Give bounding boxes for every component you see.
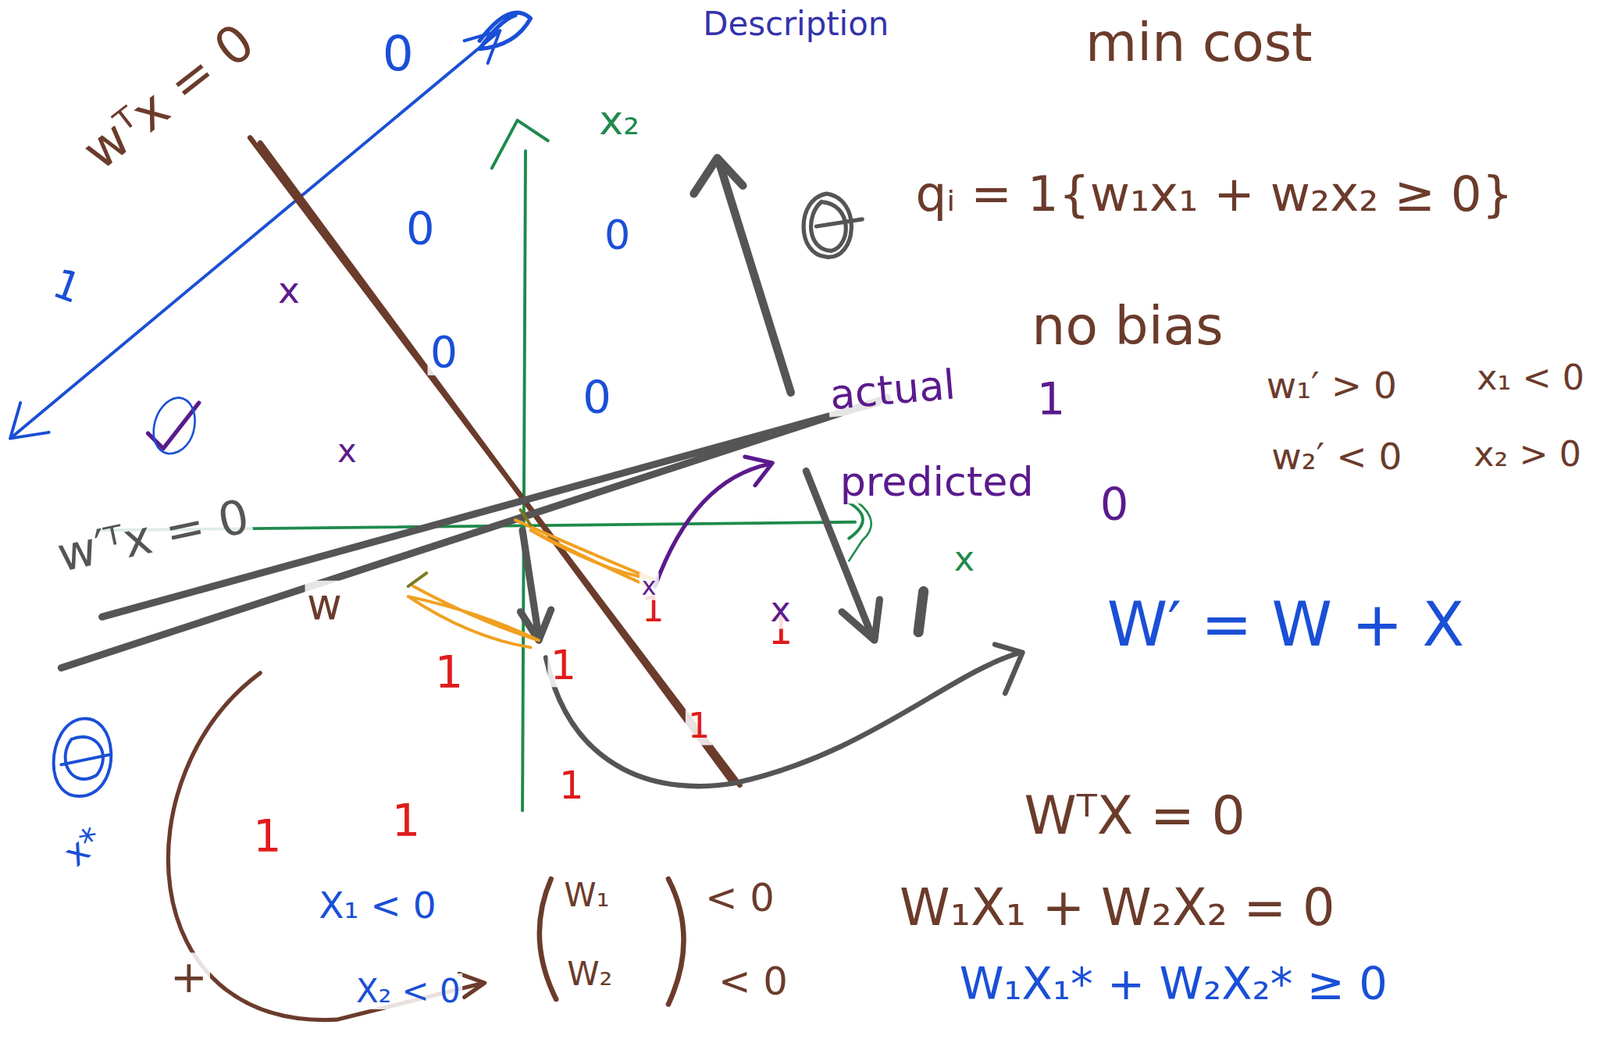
formula: qᵢ = 1{w₁x₁ + w₂x₂ ≥ 0} — [912, 167, 1515, 221]
inequality: W₁X₁* + W₂X₂* ≥ 0 — [957, 959, 1390, 1009]
gray-arrow — [694, 157, 792, 392]
brown-curve — [167, 673, 485, 1020]
purple-arrow — [655, 456, 773, 587]
update-rule: W′ = W + X — [1104, 591, 1468, 659]
annotation: predicted — [837, 459, 1037, 504]
annotation: 1 — [1034, 375, 1069, 425]
blue-ring — [153, 397, 196, 454]
condition: x₁ < 0 — [1474, 358, 1587, 397]
axis-label: x₂ — [596, 97, 642, 143]
gray-tick — [918, 591, 924, 633]
condition: w₁′ > 0 — [1264, 365, 1400, 407]
class-label: 0 — [580, 373, 614, 423]
class-label: 0 — [427, 328, 460, 376]
class-label: 1 — [432, 648, 467, 699]
orange-scribble — [408, 586, 539, 648]
condition: X₁ < 0 — [316, 886, 439, 927]
blue-scribble — [479, 12, 531, 49]
matrix-entry: W₁ — [561, 877, 612, 914]
class-label: 0 — [403, 204, 438, 254]
gray-curve-arrow — [545, 644, 1023, 788]
line-equation: w′ᵀx = 0 — [50, 489, 257, 582]
condition: w₂′ < 0 — [1268, 437, 1405, 478]
class-label: 1 — [548, 642, 579, 688]
blue-arrow — [10, 30, 500, 439]
sign: + — [167, 952, 211, 1002]
equation: W₁X₁ + W₂X₂ = 0 — [897, 880, 1338, 937]
class-label: 0 — [602, 212, 633, 257]
equation: WᵀX = 0 — [1022, 787, 1248, 846]
class-label: 1 — [250, 812, 285, 862]
note: no bias — [1029, 297, 1226, 357]
matrix-condition: < 0 — [702, 876, 777, 920]
matrix-condition: < 0 — [716, 960, 791, 1004]
annotation: actual — [826, 361, 960, 418]
misclassified-mark: x — [275, 270, 303, 312]
vector-label: w — [304, 580, 345, 628]
class-label: 1 — [685, 707, 713, 746]
point-label: x* — [55, 818, 113, 875]
annotation: 0 — [1097, 480, 1132, 530]
green-bracket — [848, 502, 872, 562]
misclassified-mark: x — [334, 433, 360, 470]
paren — [539, 879, 556, 1000]
slide-title: Description — [700, 6, 891, 43]
condition: x₂ > 0 — [1471, 434, 1584, 474]
class-label: 1 — [556, 764, 587, 808]
matrix-entry: W₂ — [564, 956, 615, 993]
orange-scribble — [515, 520, 653, 587]
class-label: 1 — [389, 796, 424, 846]
note: min cost — [1083, 14, 1315, 73]
gray-arrow — [520, 530, 551, 641]
misclassified-mark: x — [768, 591, 794, 630]
scribble-circle — [803, 193, 863, 257]
misclassified-mark: x — [639, 573, 660, 600]
condition: X₂ < 0 — [353, 973, 464, 1010]
class-label: 0 — [380, 25, 417, 80]
olive-mark — [408, 509, 531, 587]
note: 1 — [45, 259, 90, 312]
line-equation: wᵀx = 0 — [71, 11, 267, 182]
paren — [668, 879, 685, 1005]
scribble-circle — [53, 719, 112, 797]
vector-label: x — [951, 540, 977, 579]
